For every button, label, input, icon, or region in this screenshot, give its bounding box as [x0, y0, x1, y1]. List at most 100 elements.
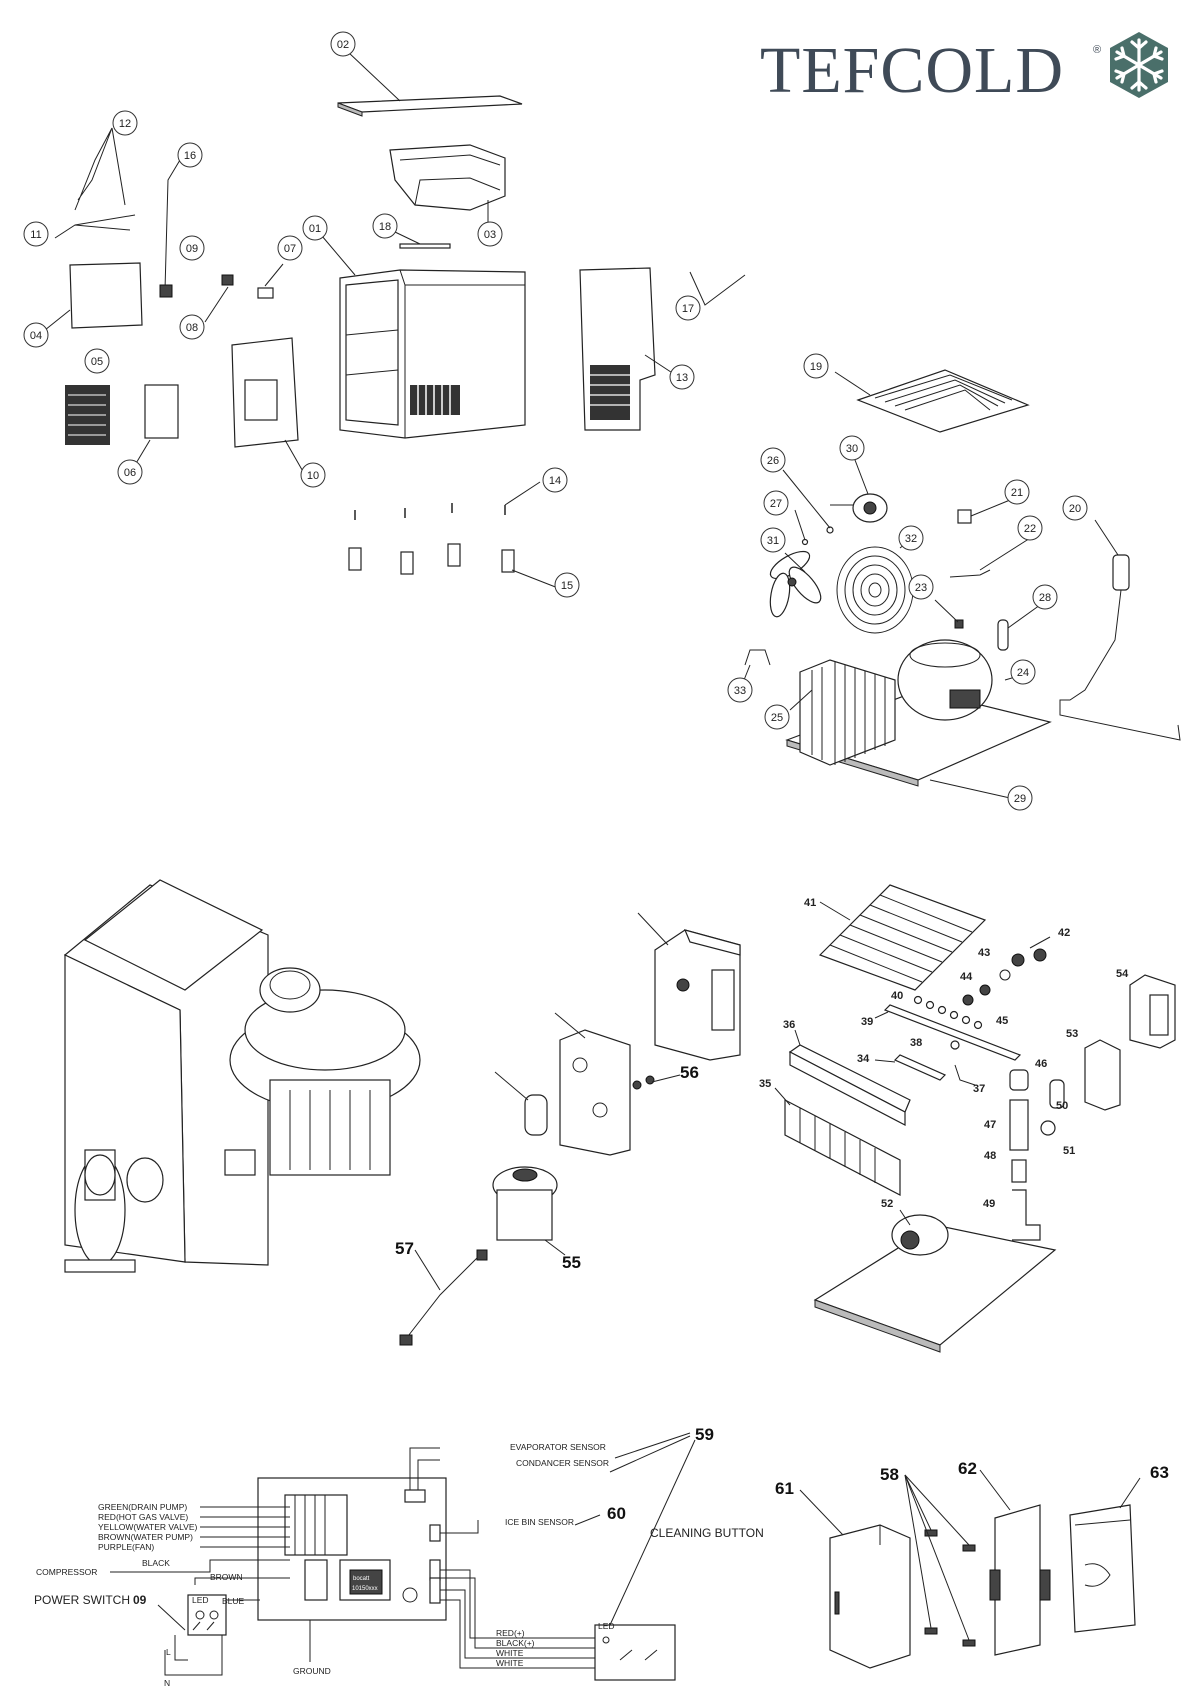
callout-63: 63 [1150, 1463, 1169, 1482]
callout-41: 41 [804, 897, 816, 909]
cleaning-led-label: LED [598, 1621, 615, 1631]
wire-brown-pump: BROWN(WATER PUMP) [98, 1532, 193, 1542]
callout-47: 47 [984, 1119, 996, 1131]
callout-circle-21 [1004, 479, 1030, 505]
control-box-exploded-view [399, 912, 741, 1346]
callout-circle-17 [675, 295, 701, 321]
callout-21: 21 [1011, 487, 1023, 499]
part-cover-63 [1069, 1504, 1136, 1633]
part-46-funnel [1009, 1069, 1029, 1091]
callout-circle-32 [898, 525, 924, 551]
callout-circle-23 [908, 574, 934, 600]
cleaning-button-label: CLEANING BUTTON [650, 1526, 764, 1540]
callout-circle-03 [477, 221, 503, 247]
callout-35: 35 [759, 1078, 771, 1090]
part-grille-05 [65, 385, 110, 445]
callout-39: 39 [861, 1016, 873, 1028]
part-screws-56 [632, 1080, 642, 1090]
part-switch-09 [221, 274, 234, 286]
part-solenoid-valve [957, 509, 972, 524]
power-switch-number: 09 [133, 1593, 147, 1607]
board-brand: bocatt [353, 1576, 370, 1582]
callout-circle-24 [1010, 659, 1036, 685]
part-strip [399, 243, 451, 249]
refrigeration-exploded-view [739, 369, 1181, 799]
callout-31: 31 [767, 535, 779, 547]
wire-l: L [166, 1647, 171, 1657]
callout-59: 59 [695, 1425, 714, 1444]
callout-54: 54 [1116, 968, 1129, 980]
callout-circle-14 [542, 467, 568, 493]
callout-circle-11 [23, 221, 49, 247]
part-cable-16 [164, 159, 181, 291]
board-code: 10150xxx [352, 1586, 378, 1592]
callout-46: 46 [1035, 1058, 1047, 1070]
wire-green: GREEN(DRAIN PUMP) [98, 1502, 187, 1512]
callout-07: 07 [284, 243, 296, 255]
callout-30: 30 [846, 443, 858, 455]
part-harness-57 [404, 1254, 481, 1341]
callout-13: 13 [676, 372, 688, 384]
callout-44: 44 [960, 971, 973, 983]
callout-circle-07 [277, 235, 303, 261]
wiring-diagram: bocatt 10150xxx [34, 1432, 764, 1688]
callout-24: 24 [1017, 667, 1029, 679]
wire-red-plus: RED(+) [496, 1628, 525, 1638]
part-mount-plate-53 [559, 1029, 631, 1156]
callout-49: 49 [983, 1198, 995, 1210]
wire-purple: PURPLE(FAN) [98, 1542, 154, 1552]
callout-20: 20 [1069, 503, 1081, 515]
callout-18: 18 [379, 221, 391, 233]
callout-02: 02 [337, 39, 349, 51]
part-curtain-35 [784, 1099, 901, 1196]
part-27-nut [801, 538, 809, 546]
part-38-fitting [950, 1040, 960, 1050]
part-valve-50 [524, 1094, 548, 1136]
callout-45: 45 [996, 1015, 1008, 1027]
wire-compressor: COMPRESSOR [36, 1567, 97, 1577]
callout-circle-02 [330, 31, 356, 57]
part-cabinet-vent [410, 385, 460, 415]
cabinet-exploded-view [44, 51, 746, 589]
part-fittings-42 [1011, 948, 1047, 967]
callout-32: 32 [905, 533, 917, 545]
callout-11: 11 [30, 229, 41, 241]
part-47-pipe [1009, 1099, 1029, 1151]
part-spray-bar-39 [883, 1004, 1022, 1061]
part-switch-07 [257, 287, 274, 299]
callout-57: 57 [395, 1239, 414, 1258]
callout-17: 17 [682, 303, 694, 315]
callout-circle-04 [23, 322, 49, 348]
callout-10: 10 [307, 470, 319, 482]
wire-n: N [164, 1678, 170, 1688]
ice-bin-sensor-label: ICE BIN SENSOR [505, 1517, 574, 1527]
callout-58: 58 [880, 1465, 899, 1484]
callout-27: 27 [770, 498, 782, 510]
part-label-06 [144, 384, 179, 439]
wire-white-1: WHITE [496, 1648, 524, 1658]
brand-registered-mark: ® [1093, 44, 1102, 56]
part-mount-plate-53b [1084, 1039, 1121, 1111]
part-44-nut [979, 984, 991, 996]
callout-60: 60 [607, 1504, 626, 1523]
part-capillary-20 [1059, 519, 1181, 741]
callout-33: 33 [734, 685, 746, 697]
snowflake-icon [1110, 32, 1168, 98]
part-wires-11 [54, 224, 131, 239]
part-electrical-box-61 [829, 1524, 911, 1669]
part-back-panel-grille [590, 365, 630, 420]
part-sensors-58 [924, 1529, 976, 1647]
part-43-washer [999, 969, 1011, 981]
callout-circle-16 [177, 142, 203, 168]
callout-48: 48 [984, 1150, 996, 1162]
part-26-grommet [826, 526, 834, 534]
part-23-bracket [954, 619, 964, 629]
callout-43: 43 [978, 947, 990, 959]
callout-circle-09 [179, 235, 205, 261]
evaporator-sensor-label: EVAPORATOR SENSOR [510, 1442, 606, 1452]
callout-40: 40 [891, 990, 903, 1002]
callout-01: 01 [309, 223, 321, 235]
callout-circle-31 [760, 527, 786, 553]
